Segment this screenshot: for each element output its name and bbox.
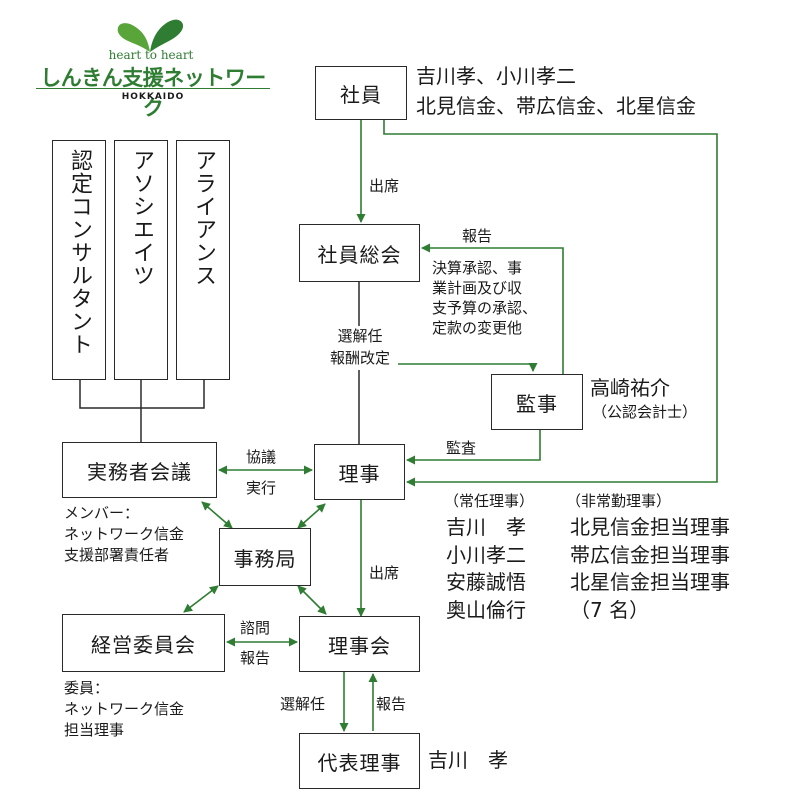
list-item: 北見信金担当理事 bbox=[570, 515, 730, 539]
heart-leaf-icon bbox=[117, 19, 184, 52]
label-consult: 協議 bbox=[246, 448, 277, 466]
box-directors: 理事 bbox=[314, 444, 405, 500]
edge-audit bbox=[406, 430, 541, 465]
label-attend-2: 出席 bbox=[369, 564, 400, 582]
logo-region: HOKKAIDO bbox=[121, 92, 185, 102]
edge-secretariat-committee bbox=[183, 585, 219, 613]
edge-elect-auditor bbox=[359, 363, 538, 372]
label-report-top: 報告 bbox=[462, 227, 493, 245]
header-parttime-directors: （非常勤理事） bbox=[566, 492, 672, 510]
box-auditor: 監事 bbox=[491, 374, 583, 430]
logo-tagline: heart to heart bbox=[108, 48, 194, 62]
edge-council-secretariat bbox=[201, 501, 233, 529]
group-certified-consultants: 認定コンサルタント bbox=[52, 140, 106, 380]
label-report-mid: 報告 bbox=[240, 649, 271, 667]
list-item: （7 名） bbox=[570, 597, 650, 622]
list-item: 奥山倫行 bbox=[446, 597, 526, 622]
group-associates: アソシエイツ bbox=[114, 140, 168, 380]
logo-divider bbox=[36, 88, 270, 89]
members-line-2: 北見信金、帯広信金、北星信金 bbox=[416, 94, 696, 118]
bracket-groups bbox=[79, 380, 205, 409]
edge-directors-secretariat bbox=[297, 503, 326, 529]
box-general-meeting: 社員総会 bbox=[299, 224, 420, 282]
logo-name: しんきん支援ネットワーク bbox=[40, 66, 266, 120]
council-member-note: メンバー： ネットワーク信金 支援部署責任者 bbox=[64, 504, 185, 564]
label-execute: 実行 bbox=[246, 479, 277, 497]
label-inquire: 諮問 bbox=[240, 619, 271, 637]
label-elect-2: 選解任 bbox=[280, 695, 326, 713]
group-alliance: アライアンス bbox=[176, 140, 230, 380]
label-audit: 監査 bbox=[446, 439, 477, 457]
edge-members-to-directors bbox=[383, 120, 718, 487]
auditor-title: （公認会計士） bbox=[592, 403, 698, 421]
list-item: 北星信金担当理事 bbox=[570, 570, 730, 595]
label-attend-1: 出席 bbox=[369, 177, 400, 195]
box-practitioners-council: 実務者会議 bbox=[62, 442, 217, 498]
edge-auditor-report bbox=[421, 243, 564, 374]
box-representative-director: 代表理事 bbox=[299, 733, 420, 789]
box-members: 社員 bbox=[315, 66, 407, 120]
label-report-bottom: 報告 bbox=[376, 695, 407, 713]
list-parttime-directors: 北見信金担当理事 帯広信金担当理事 北星信金担当理事 （7 名） bbox=[570, 514, 730, 624]
auditor-name: 高崎祐介 bbox=[590, 376, 670, 400]
committee-member-note: 委員： ネットワーク信金 担当理事 bbox=[64, 679, 185, 739]
list-item: 帯広信金担当理事 bbox=[570, 542, 730, 567]
representative-name: 吉川 孝 bbox=[428, 748, 508, 772]
label-elect-compensation: 選解任 報酬改定 bbox=[322, 326, 398, 370]
header-fulltime-directors: （常任理事） bbox=[444, 492, 535, 510]
list-item: 安藤誠悟 bbox=[446, 570, 526, 595]
box-management-committee: 経営委員会 bbox=[62, 614, 225, 672]
list-item: 吉川 孝 bbox=[446, 515, 526, 539]
edge-secretariat-board bbox=[297, 585, 327, 615]
list-fulltime-directors: 吉川 孝 小川孝二 安藤誠悟 奥山倫行 bbox=[446, 514, 526, 624]
list-item: 小川孝二 bbox=[446, 542, 526, 567]
box-board: 理事会 bbox=[299, 616, 420, 672]
box-secretariat: 事務局 bbox=[219, 528, 311, 586]
members-line-1: 吉川孝、小川孝二 bbox=[416, 64, 576, 88]
label-approval: 決算承認、事 業計画及び収 支予算の承認、 定款の変更他 bbox=[432, 259, 538, 337]
logo: heart to heart しんきん支援ネットワーク HOKKAIDO bbox=[36, 14, 270, 120]
